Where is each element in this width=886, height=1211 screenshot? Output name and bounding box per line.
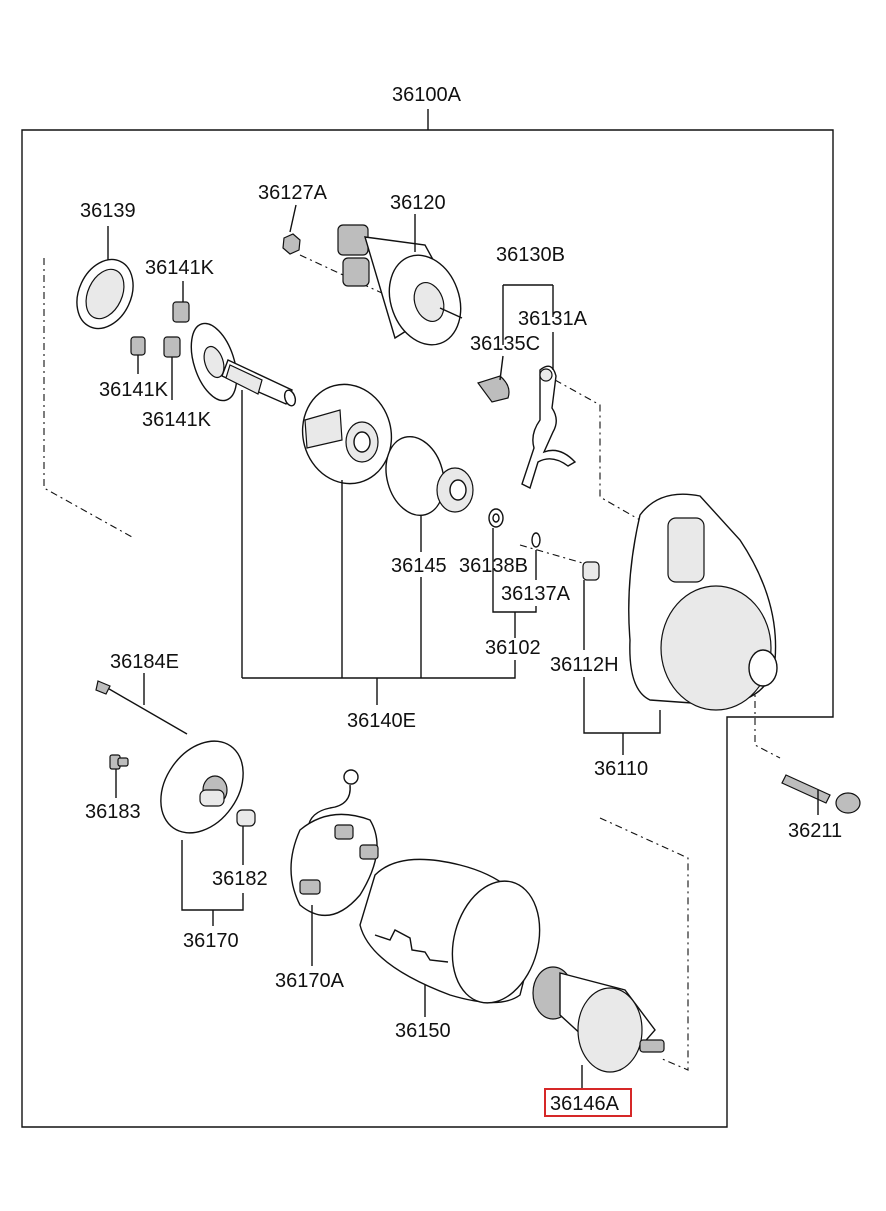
label-36120[interactable]: 36120 — [390, 192, 446, 214]
label-36137A[interactable]: 36137A — [501, 583, 571, 605]
label-36145[interactable]: 36145 — [391, 555, 447, 577]
label-36140E[interactable]: 36140E — [347, 710, 416, 732]
label-36110[interactable]: 36110 — [594, 758, 648, 780]
part-36145-clutch — [385, 435, 474, 517]
part-36110-housing — [628, 493, 778, 711]
label-36184E[interactable]: 36184E — [110, 651, 179, 673]
part-36137A-clip — [531, 532, 541, 548]
label-36150[interactable]: 36150 — [395, 1020, 451, 1042]
part-36170A-brush-holder — [290, 769, 379, 917]
label-36170A[interactable]: 36170A — [275, 970, 345, 992]
label-36112H[interactable]: 36112H — [550, 654, 619, 676]
label-36146A[interactable]: 36146A — [550, 1093, 620, 1115]
label-36211[interactable]: 36211 — [788, 820, 842, 842]
part-36150-yoke — [359, 858, 541, 1004]
part-36131A-lever — [521, 365, 577, 489]
part-36170-endplate — [160, 740, 244, 834]
label-36170[interactable]: 36170 — [183, 930, 239, 952]
label-36100A[interactable]: 36100A — [392, 84, 462, 106]
label-36183[interactable]: 36183 — [85, 801, 141, 823]
highlight-box — [544, 1088, 632, 1117]
part-36140E-housing — [301, 383, 393, 485]
label-36131A[interactable]: 36131A — [518, 308, 588, 330]
label-36102[interactable]: 36102 — [485, 637, 541, 659]
label-36141K-mid[interactable]: 36141K — [99, 379, 169, 401]
label-36182[interactable]: 36182 — [212, 868, 268, 890]
part-drive-shaft — [190, 322, 297, 407]
label-36141K-bot[interactable]: 36141K — [142, 409, 212, 431]
label-36127A[interactable]: 36127A — [258, 182, 328, 204]
part-36120-solenoid — [337, 224, 463, 346]
part-36138B-ring — [488, 508, 504, 528]
label-36141K-top[interactable]: 36141K — [145, 257, 215, 279]
part-36127A-nut — [282, 233, 301, 255]
label-36135C[interactable]: 36135C — [470, 333, 540, 355]
part-36141K-nuts — [130, 301, 190, 358]
part-36112H-bushing — [582, 561, 600, 581]
part-36135C-plunger — [477, 375, 510, 403]
label-36138B[interactable]: 36138B — [459, 555, 528, 577]
part-36184E-bolt — [95, 680, 188, 735]
part-36183-screw — [109, 754, 129, 770]
label-36130B[interactable]: 36130B — [496, 244, 565, 266]
leader-lines — [107, 204, 819, 1088]
assembly-frame — [21, 129, 834, 1128]
part-36211-bolt — [781, 774, 861, 814]
part-36139-cover — [76, 258, 134, 330]
part-36146A-armature — [532, 966, 665, 1073]
label-36139[interactable]: 36139 — [80, 200, 136, 222]
part-labels: 36139 36127A 36120 36141K 36141K 36141K … — [80, 182, 842, 1042]
part-36182-bushing — [236, 809, 256, 827]
